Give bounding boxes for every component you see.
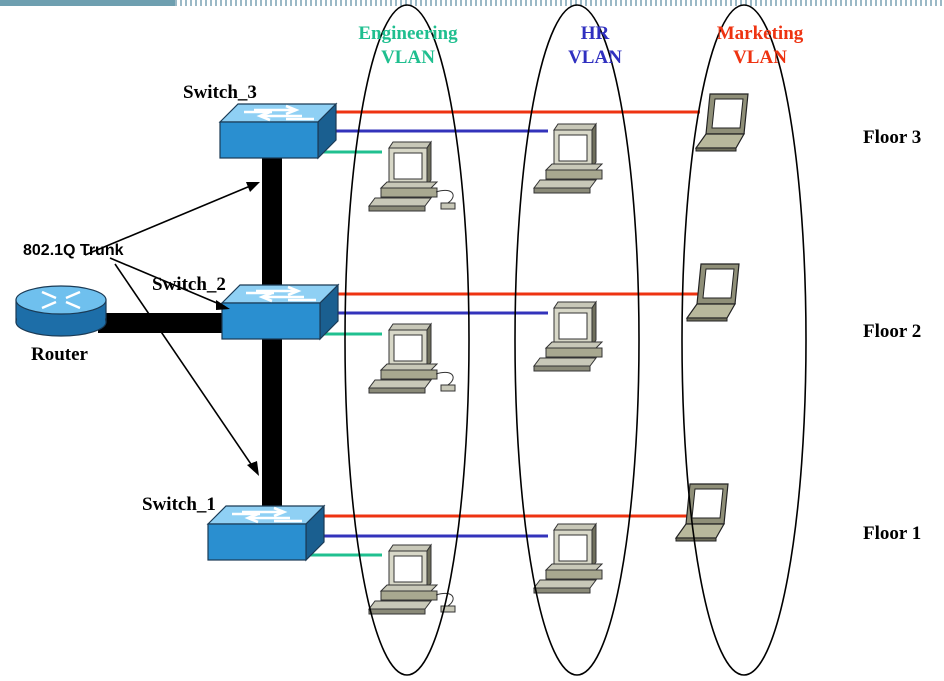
trunk-label: 802.1Q Trunk <box>23 242 124 259</box>
floor-3-label: Floor 3 <box>863 127 922 148</box>
vlan-boundaries <box>344 4 807 676</box>
floor-2-label: Floor 2 <box>863 321 922 342</box>
trunk-arrowheads <box>216 182 260 476</box>
switch-3-label: Switch_3 <box>183 82 257 103</box>
marketing-laptop-floor3 <box>695 93 749 152</box>
hr-links <box>315 129 548 538</box>
hr-vlan-ellipse <box>514 4 640 676</box>
hr-vlan-label: HR VLAN <box>515 22 675 70</box>
switch-1-icon <box>206 504 326 562</box>
hr-pc-floor3 <box>533 123 603 194</box>
header-bar <box>0 0 944 6</box>
hr-vlan-subtitle: VLAN <box>568 47 622 68</box>
router-label: Router <box>31 344 88 365</box>
floor-1-label: Floor 1 <box>863 523 922 544</box>
engineering-vlan-title: Engineering <box>358 23 458 44</box>
marketing-vlan-ellipse <box>681 4 807 676</box>
switch-2-icon <box>220 283 340 341</box>
marketing-vlan-subtitle: VLAN <box>733 47 787 68</box>
marketing-laptop-floor1 <box>675 483 729 542</box>
trunk-arrows <box>84 183 256 471</box>
marketing-vlan-label: Marketing VLAN <box>680 22 840 70</box>
engineering-vlan-subtitle: VLAN <box>381 47 435 68</box>
hr-pc-floor1 <box>533 523 603 594</box>
engineering-vlan-label: Engineering VLAN <box>328 22 488 70</box>
engineering-links <box>300 150 382 557</box>
switch-2-label: Switch_2 <box>152 274 226 295</box>
engineering-vlan-ellipse <box>344 4 470 676</box>
marketing-vlan-title: Marketing <box>716 23 804 44</box>
router-icon <box>15 285 107 337</box>
hr-vlan-title: HR <box>580 23 610 44</box>
switch-3-icon <box>218 102 338 160</box>
marketing-links <box>322 110 705 518</box>
switch-1-label: Switch_1 <box>142 494 216 515</box>
